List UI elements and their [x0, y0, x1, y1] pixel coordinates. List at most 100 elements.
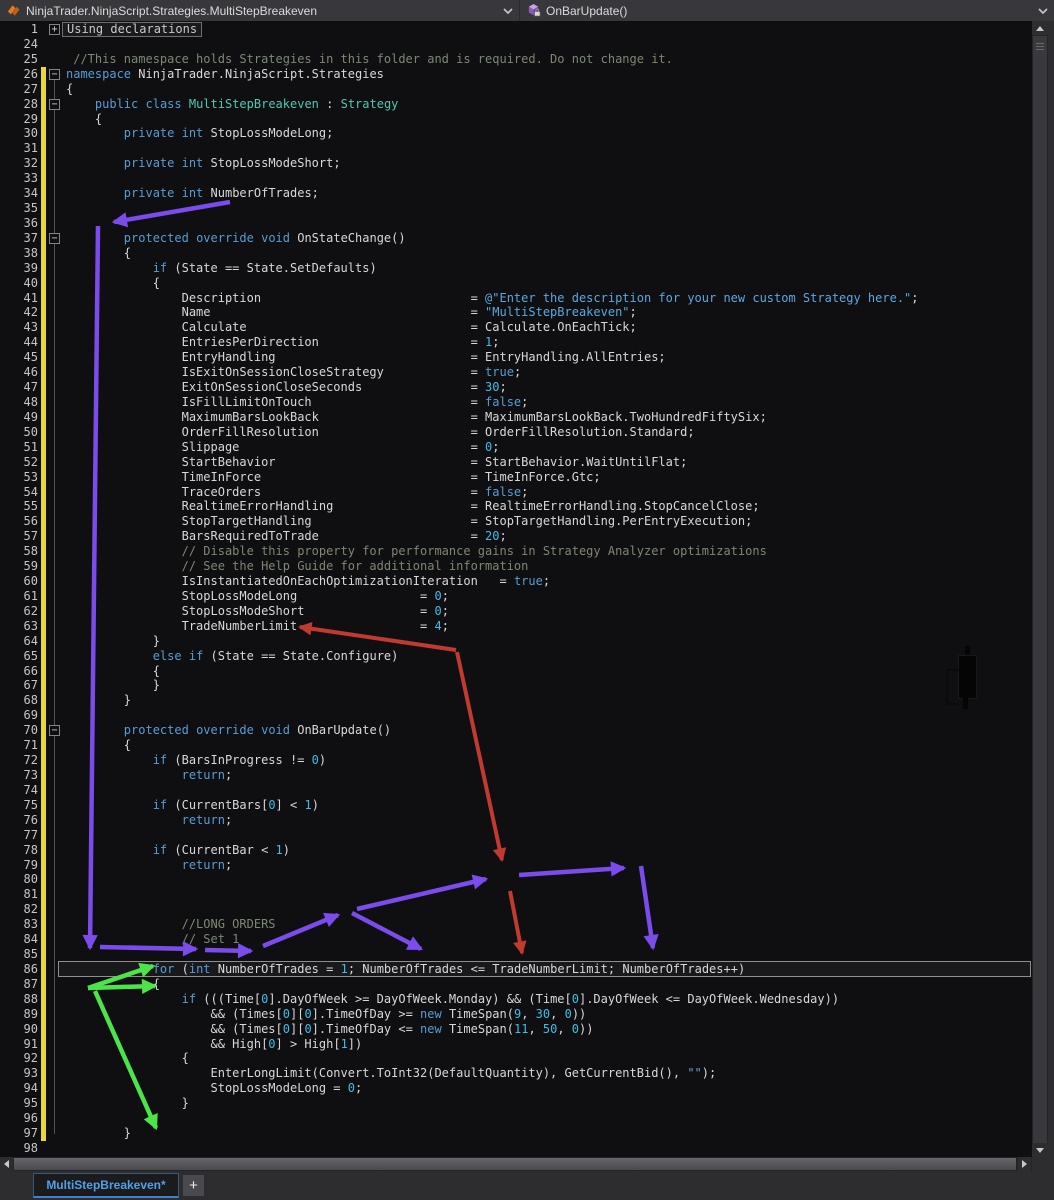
code-line[interactable]: 27{	[0, 82, 1032, 97]
scrollbar-thumb[interactable]	[1033, 36, 1047, 1143]
line-number[interactable]: 26	[23, 66, 38, 81]
new-tab-button[interactable]: +	[183, 1175, 204, 1196]
line-number[interactable]: 95	[23, 1096, 38, 1111]
line-number[interactable]: 63	[23, 618, 38, 633]
line-number[interactable]: 53	[23, 469, 38, 484]
code-line[interactable]: 29 {	[0, 112, 1032, 127]
line-number[interactable]: 28	[23, 96, 38, 111]
code-line[interactable]: 84 // Set 1	[0, 932, 1032, 947]
code-line[interactable]: 93 EnterLongLimit(Convert.ToInt32(Defaul…	[0, 1066, 1032, 1081]
line-number[interactable]: 29	[23, 111, 38, 126]
code-line[interactable]: 76 return;	[0, 813, 1032, 828]
code-line[interactable]: 56 StopTargetHandling = StopTargetHandli…	[0, 514, 1032, 529]
line-number[interactable]: 67	[23, 678, 38, 693]
line-number[interactable]: 70	[23, 723, 38, 738]
line-number[interactable]: 75	[23, 797, 38, 812]
fold-collapse-icon[interactable]: −	[49, 98, 60, 110]
code-line[interactable]: 95 }	[0, 1096, 1032, 1111]
code-line[interactable]: 68 }	[0, 693, 1032, 708]
scrollbar-thumb[interactable]	[14, 1158, 1016, 1170]
code-line[interactable]: 55 RealtimeErrorHandling = RealtimeError…	[0, 499, 1032, 514]
code-line[interactable]: 67 }	[0, 678, 1032, 693]
vertical-scrollbar[interactable]	[1032, 21, 1048, 1157]
code-line[interactable]: 69	[0, 708, 1032, 723]
line-number[interactable]: 79	[23, 857, 38, 872]
line-number[interactable]: 46	[23, 365, 38, 380]
line-number[interactable]: 61	[23, 588, 38, 603]
code-line[interactable]: 41 Description = @"Enter the description…	[0, 291, 1032, 306]
code-line[interactable]: 53 TimeInForce = TimeInForce.Gtc;	[0, 470, 1032, 485]
line-number[interactable]: 33	[23, 171, 38, 186]
line-number[interactable]: 65	[23, 648, 38, 663]
line-number[interactable]: 72	[23, 753, 38, 768]
code-line[interactable]: 72 if (BarsInProgress != 0)	[0, 753, 1032, 768]
line-number[interactable]: 41	[23, 290, 38, 305]
code-line[interactable]: 43 Calculate = Calculate.OnEachTick;	[0, 320, 1032, 335]
code-line[interactable]: 96	[0, 1111, 1032, 1126]
code-line[interactable]: 61 StopLossModeLong = 0;	[0, 589, 1032, 604]
code-line[interactable]: 34 private int NumberOfTrades;	[0, 186, 1032, 201]
code-line[interactable]: 37 protected override void OnStateChange…	[0, 231, 1032, 246]
line-number[interactable]: 92	[23, 1051, 38, 1066]
line-number[interactable]: 84	[23, 932, 38, 947]
line-number[interactable]: 56	[23, 514, 38, 529]
collapsed-region-box[interactable]: Using declarations	[62, 22, 203, 37]
code-line[interactable]: 85	[0, 947, 1032, 962]
line-number[interactable]: 55	[23, 499, 38, 514]
code-line[interactable]: 70 protected override void OnBarUpdate()	[0, 723, 1032, 738]
code-line[interactable]: 32 private int StopLossModeShort;	[0, 156, 1032, 171]
line-number[interactable]: 68	[23, 693, 38, 708]
code-line[interactable]: 80	[0, 872, 1032, 887]
line-number[interactable]: 49	[23, 409, 38, 424]
line-number[interactable]: 66	[23, 663, 38, 678]
line-number[interactable]: 69	[23, 708, 38, 723]
line-number[interactable]: 60	[23, 574, 38, 589]
line-number[interactable]: 83	[23, 917, 38, 932]
code-line[interactable]: 88 if (((Time[0].DayOfWeek >= DayOfWeek.…	[0, 992, 1032, 1007]
code-line[interactable]: 79 return;	[0, 858, 1032, 873]
code-line[interactable]: 28 public class MultiStepBreakeven : Str…	[0, 97, 1032, 112]
line-number[interactable]: 97	[23, 1126, 38, 1141]
scroll-right-arrow-icon[interactable]	[1018, 1157, 1031, 1171]
fold-expand-icon[interactable]: +	[49, 24, 60, 35]
line-number[interactable]: 43	[23, 320, 38, 335]
code-line[interactable]: 86 for (int NumberOfTrades = 1; NumberOf…	[0, 962, 1032, 977]
code-line[interactable]: 45 EntryHandling = EntryHandling.AllEntr…	[0, 350, 1032, 365]
code-line[interactable]: 50 OrderFillResolution = OrderFillResolu…	[0, 425, 1032, 440]
line-number[interactable]: 88	[23, 991, 38, 1006]
code-line[interactable]: 51 Slippage = 0;	[0, 440, 1032, 455]
line-number[interactable]: 40	[23, 275, 38, 290]
code-line[interactable]: 90 && (Times[0][0].TimeOfDay <= new Time…	[0, 1022, 1032, 1037]
line-number[interactable]: 58	[23, 544, 38, 559]
line-number[interactable]: 37	[23, 230, 38, 245]
line-number[interactable]: 25	[23, 51, 38, 66]
line-number[interactable]: 89	[23, 1006, 38, 1021]
line-number[interactable]: 57	[23, 529, 38, 544]
tab-multistepbreakeven[interactable]: MultiStepBreakeven*	[33, 1173, 179, 1198]
code-line[interactable]: 78 if (CurrentBar < 1)	[0, 843, 1032, 858]
line-number[interactable]: 74	[23, 782, 38, 797]
line-number[interactable]: 44	[23, 335, 38, 350]
code-line[interactable]: 71 {	[0, 738, 1032, 753]
line-number[interactable]: 1	[30, 22, 38, 36]
code-line[interactable]: 73 return;	[0, 768, 1032, 783]
code-line[interactable]: 24	[0, 37, 1032, 52]
code-line[interactable]: 31	[0, 141, 1032, 156]
line-number[interactable]: 91	[23, 1036, 38, 1051]
code-line[interactable]: 92 {	[0, 1051, 1032, 1066]
code-line[interactable]: 65 else if (State == State.Configure)	[0, 649, 1032, 664]
line-number[interactable]: 52	[23, 454, 38, 469]
code-line[interactable]: 62 StopLossModeShort = 0;	[0, 604, 1032, 619]
code-line[interactable]: 33	[0, 171, 1032, 186]
type-dropdown[interactable]: NinjaTrader.NinjaScript.Strategies.Multi…	[0, 0, 520, 21]
code-line[interactable]: 1 Using declarations	[0, 22, 1032, 37]
line-number[interactable]: 81	[23, 887, 38, 902]
line-number[interactable]: 31	[23, 141, 38, 156]
code-line[interactable]: 44 EntriesPerDirection = 1;	[0, 335, 1032, 350]
code-line[interactable]: 36	[0, 216, 1032, 231]
line-number[interactable]: 42	[23, 305, 38, 320]
line-number[interactable]: 98	[23, 1141, 38, 1155]
code-line[interactable]: 54 TraceOrders = false;	[0, 485, 1032, 500]
